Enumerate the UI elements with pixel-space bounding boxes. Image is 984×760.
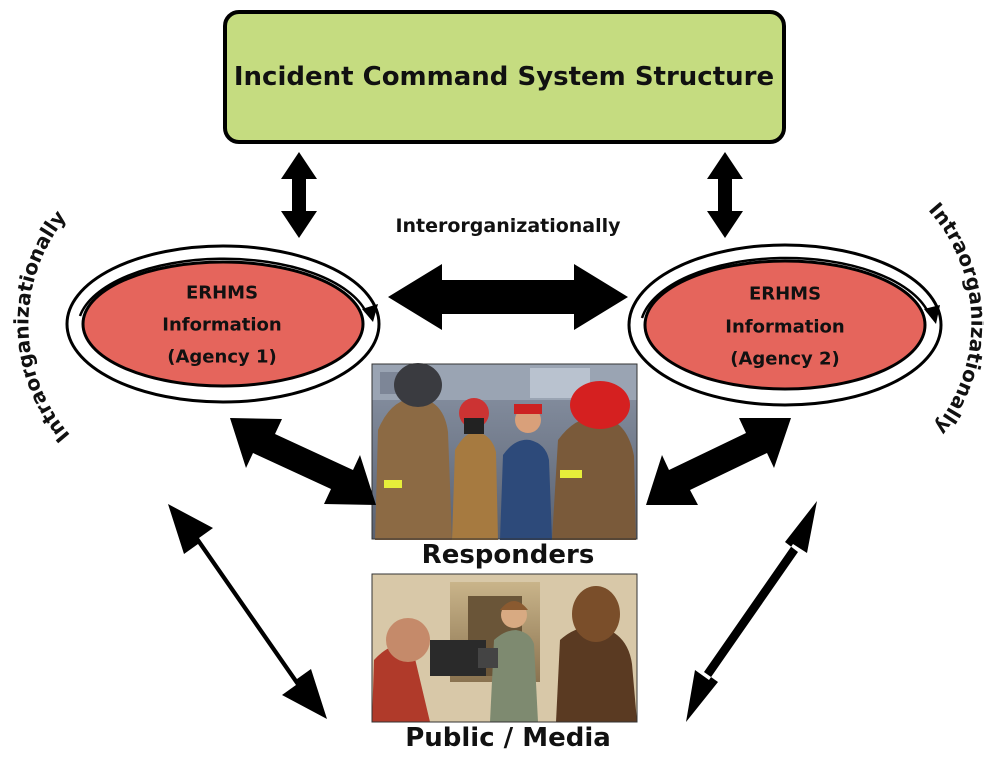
intraorganizationally-left-label: Intraorganizationally — [9, 206, 74, 448]
arrow-agency2-public — [686, 501, 817, 722]
agency-2-node: ERHMS Information (Agency 2) — [627, 243, 943, 407]
arrow-ics-agency1 — [281, 152, 317, 238]
agency-2-line1: ERHMS — [749, 284, 821, 305]
agency-1-node: ERHMS Information (Agency 1) — [65, 244, 381, 404]
agency-1-line3: (Agency 1) — [167, 347, 277, 368]
agency-1-line1: ERHMS — [186, 283, 258, 304]
agency-1-line2: Information — [162, 315, 281, 336]
arrow-agency2-responders — [646, 418, 791, 505]
public-media-label: Public / Media — [405, 723, 611, 753]
interorganizationally-label: Interorganizationally — [395, 215, 621, 237]
responders-photo — [371, 363, 638, 540]
arrow-agency1-responders — [230, 418, 376, 505]
ics-structure-label: Incident Command System Structure — [234, 62, 774, 92]
responders-label: Responders — [422, 540, 595, 570]
agency-2-line2: Information — [725, 317, 844, 338]
ics-structure-box — [223, 10, 786, 144]
arrow-ics-agency2 — [707, 152, 743, 238]
cycle-arrowhead-icon — [362, 304, 378, 322]
arrow-interorganizational — [388, 264, 628, 330]
cycle-arrowhead-icon — [924, 305, 940, 324]
arrow-agency1-public — [168, 504, 327, 719]
public-media-photo — [371, 573, 638, 723]
agency-2-line3: (Agency 2) — [730, 349, 840, 370]
